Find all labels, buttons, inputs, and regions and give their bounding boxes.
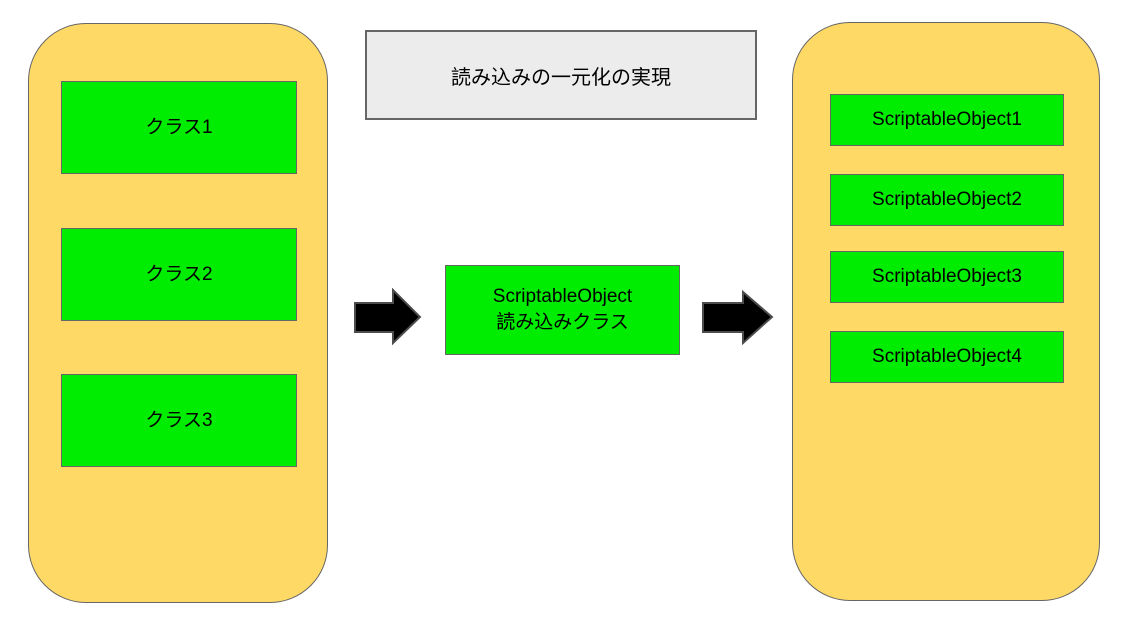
title-box: 読み込みの一元化の実現	[365, 30, 757, 120]
class-box-2: クラス2	[61, 228, 297, 321]
loader-box-line2: 読み込みクラス	[496, 312, 629, 333]
scriptableobject-box-1-label: ScriptableObject1	[872, 109, 1022, 131]
scriptableobject-box-4: ScriptableObject4	[830, 331, 1064, 383]
loader-box-line1: ScriptableObject	[492, 286, 633, 308]
scriptableobject-box-3-label: ScriptableObject3	[872, 266, 1022, 288]
scriptableobject-loader-box: ScriptableObject 読み込みクラス	[445, 265, 680, 355]
class-box-1: クラス1	[61, 81, 297, 174]
class-box-3: クラス3	[61, 374, 297, 467]
scriptableobject-box-3: ScriptableObject3	[830, 251, 1064, 303]
arrow-right-icon	[702, 290, 774, 346]
scriptableobjects-group-container: ScriptableObject1 ScriptableObject2 Scri…	[792, 22, 1100, 601]
title-label: 読み込みの一元化の実現	[451, 66, 671, 89]
class-box-1-label: クラス1	[145, 116, 213, 138]
scriptableobject-box-4-label: ScriptableObject4	[872, 346, 1022, 368]
scriptableobject-box-2: ScriptableObject2	[830, 174, 1064, 226]
scriptableobject-box-1: ScriptableObject1	[830, 94, 1064, 146]
arrow-right-icon	[354, 288, 422, 346]
class-box-2-label: クラス2	[145, 263, 213, 285]
scriptableobject-box-2-label: ScriptableObject2	[872, 189, 1022, 211]
class-box-3-label: クラス3	[145, 409, 213, 431]
classes-group-container: クラス1 クラス2 クラス3	[28, 23, 328, 603]
